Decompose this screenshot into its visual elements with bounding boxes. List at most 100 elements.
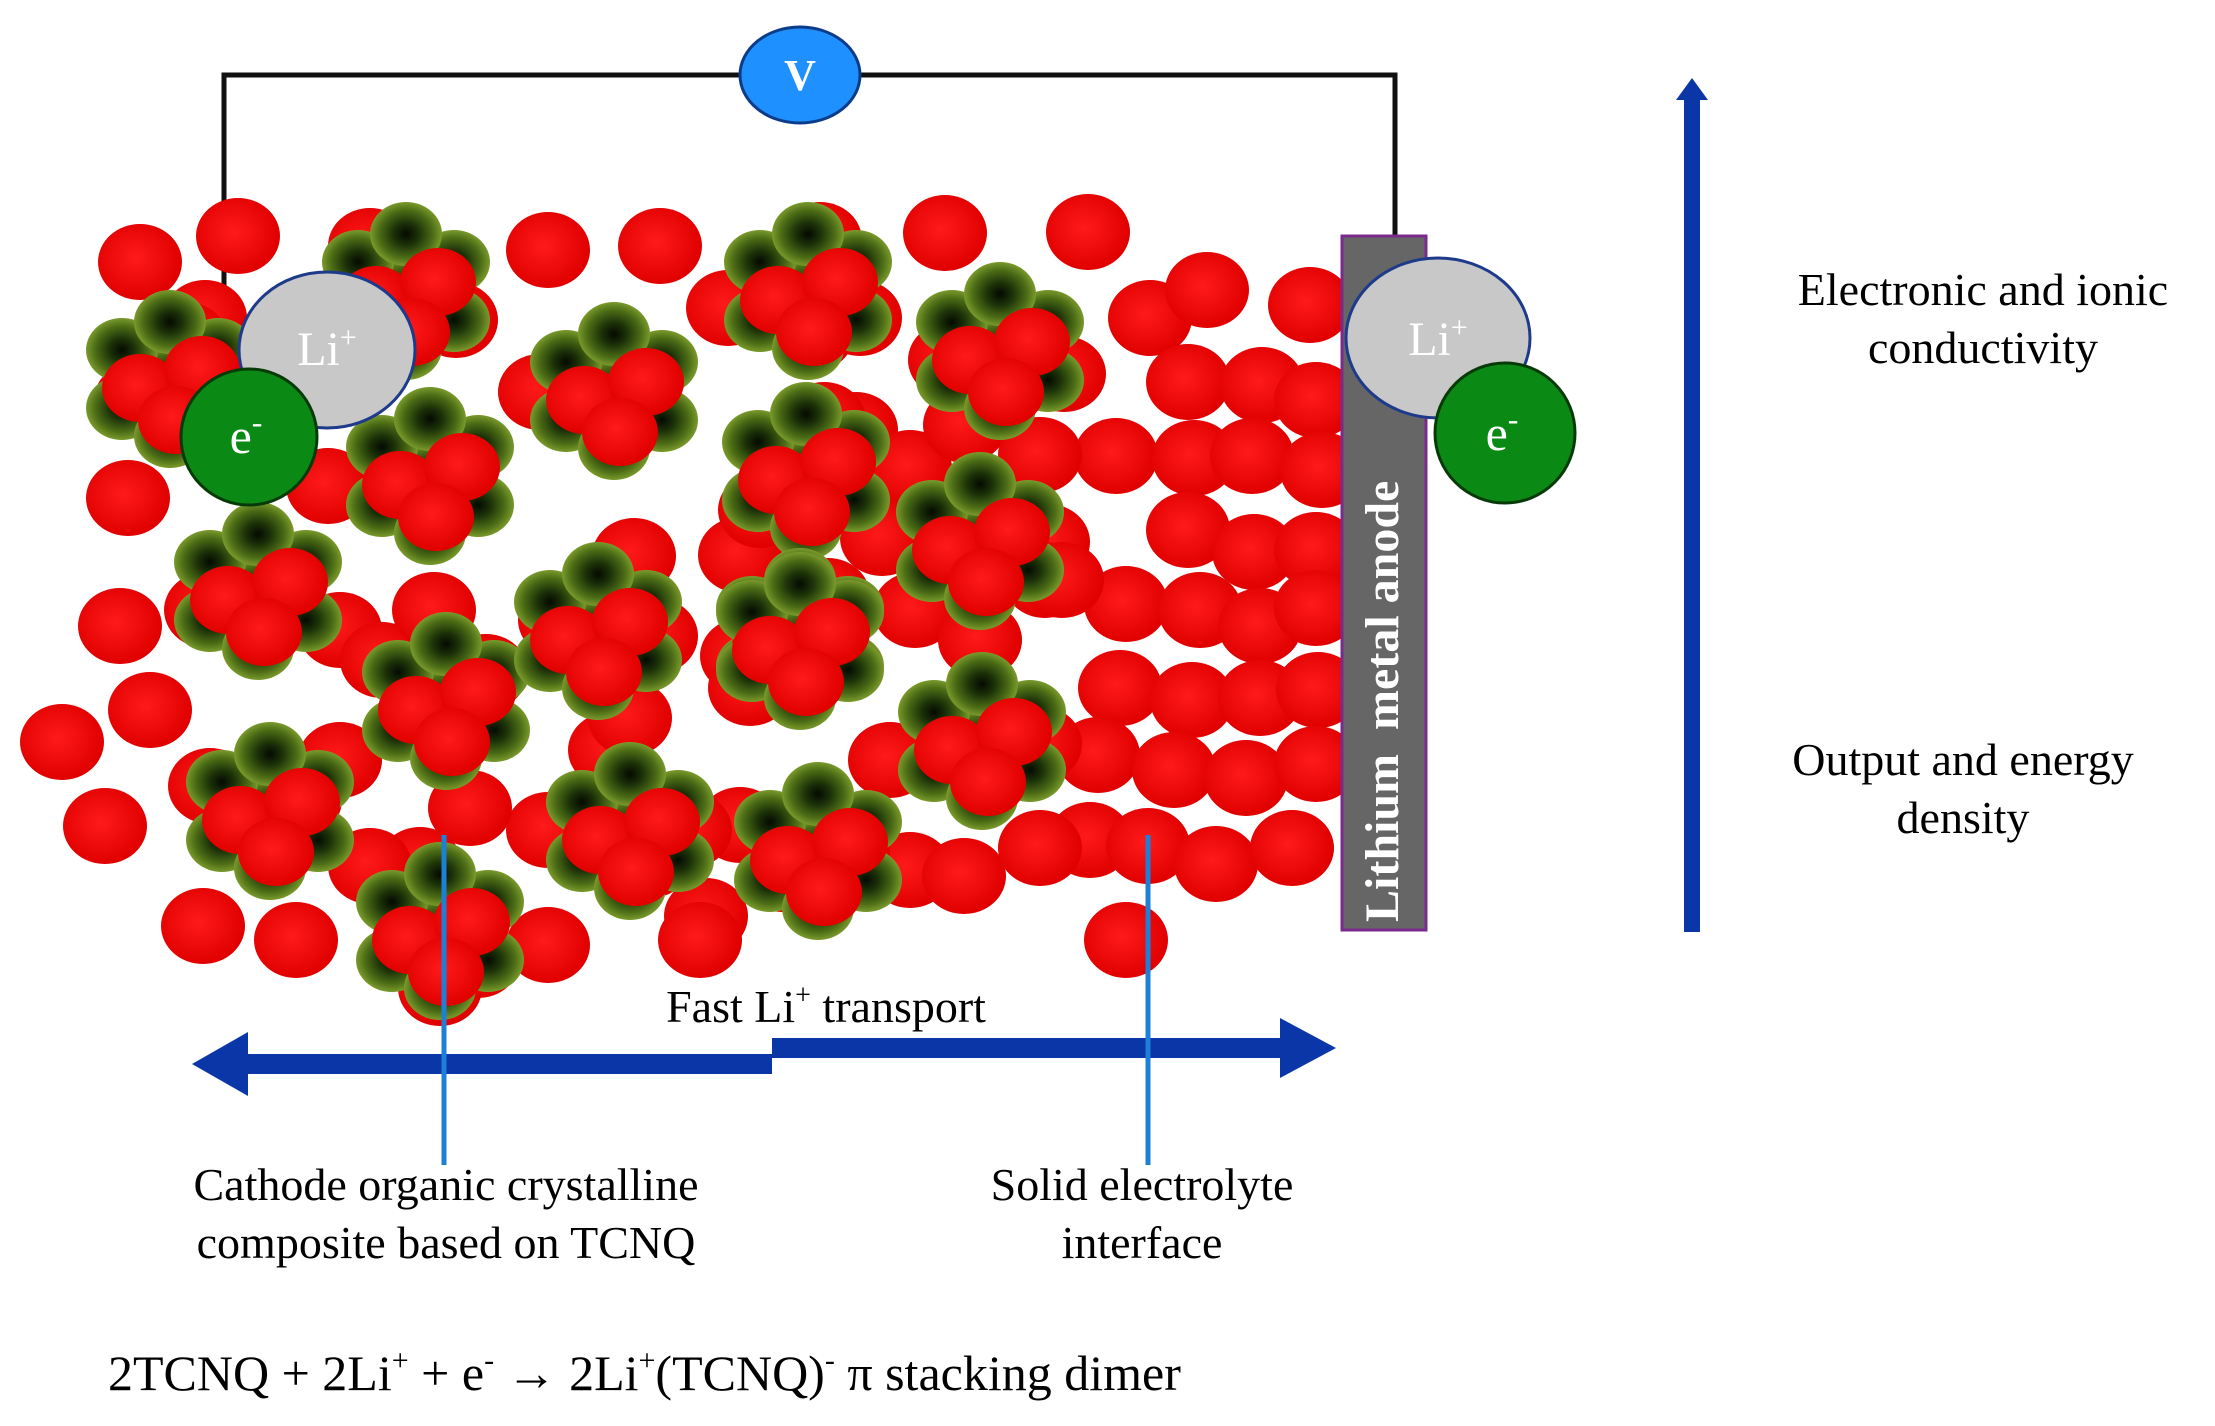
tcnq-particle — [782, 762, 854, 826]
electrolyte-particle — [20, 704, 104, 780]
electrolyte-particle — [1046, 194, 1130, 270]
electrolyte-particle — [254, 902, 338, 978]
tcnq-particle — [404, 842, 476, 906]
anode-electron: e- — [1433, 361, 1577, 505]
cathode-label-line2: composite based on TCNQ — [197, 1217, 696, 1268]
tcnq-particle — [964, 262, 1036, 326]
cathode-electron: e- — [179, 367, 319, 507]
svg-text:e-: e- — [230, 404, 263, 464]
tcnq-clusters — [86, 202, 1084, 1020]
svg-text:e-: e- — [1486, 401, 1519, 461]
electrolyte-particle — [598, 838, 674, 906]
electrolyte-particle — [566, 638, 642, 706]
electrolyte-particle — [108, 672, 192, 748]
tcnq-particle — [222, 502, 294, 566]
e-charge: - — [1508, 401, 1519, 437]
electrolyte-particle — [998, 417, 1082, 493]
electrolyte-particle — [786, 858, 862, 926]
anode-label: Lithium metal anode — [1356, 481, 1409, 922]
reaction-equation: 2TCNQ + 2Li+ + e- → 2Li+(TCNQ)- π stacki… — [108, 1344, 1181, 1401]
electrolyte-particle — [774, 478, 850, 546]
electrolyte-particle — [1276, 652, 1360, 728]
tcnq-particle — [234, 722, 306, 786]
conductivity-line1: Electronic and ionic — [1798, 264, 2168, 315]
electrolyte-particle — [161, 888, 245, 964]
electrolyte-particle — [1150, 662, 1234, 738]
electrolyte-particle — [1084, 902, 1168, 978]
electrolyte-particle — [238, 818, 314, 886]
voltmeter-label: V — [784, 51, 816, 100]
tcnq-particle — [594, 742, 666, 806]
electrolyte-particle — [922, 838, 1006, 914]
transport-label: Fast Li+ transport — [666, 980, 986, 1032]
electrolyte-particle — [1084, 566, 1168, 642]
e-symbol: e — [230, 408, 252, 464]
electrolyte-particle — [776, 298, 852, 366]
electrolyte-particle — [98, 224, 182, 300]
sei-label-line1: Solid electrolyte — [991, 1159, 1294, 1210]
tcnq-particle — [946, 652, 1018, 716]
tcnq-particle — [410, 612, 482, 676]
electrolyte-particle — [582, 398, 658, 466]
e-charge: - — [252, 404, 263, 440]
electrolyte-particle — [414, 708, 490, 776]
tcnq-particle — [772, 202, 844, 266]
li-symbol: Li — [1408, 313, 1451, 366]
li-charge: + — [340, 321, 357, 354]
electrolyte-particle — [196, 198, 280, 274]
tcnq-particle — [578, 302, 650, 366]
electrolyte-particle — [950, 748, 1026, 816]
svg-text:Li+: Li+ — [297, 321, 357, 376]
electrolyte-particle — [86, 460, 170, 536]
electrolyte-particle — [948, 548, 1024, 616]
electrolyte-particle — [903, 195, 987, 271]
electrolyte-particle — [1146, 344, 1230, 420]
electrolyte-particle — [506, 212, 590, 288]
tcnq-particle — [394, 387, 466, 451]
electrolyte-particle — [1074, 418, 1158, 494]
electrolyte-particle — [1274, 512, 1358, 588]
li-symbol: Li — [297, 323, 340, 376]
svg-text:Li+: Li+ — [1408, 311, 1468, 366]
electrolyte-particle — [63, 788, 147, 864]
output-line1: Output and energy — [1792, 734, 2134, 785]
electrolyte-particle — [1204, 740, 1288, 816]
electrolyte-particle — [398, 483, 474, 551]
voltmeter: V — [738, 25, 862, 125]
electrolyte-particle — [226, 598, 302, 666]
tcnq-particle — [134, 290, 206, 354]
electrolyte-particle — [658, 902, 742, 978]
electrolyte-particle — [618, 208, 702, 284]
electrolyte-particle — [1250, 810, 1334, 886]
electrolyte-particle — [1274, 570, 1358, 646]
tcnq-particle — [764, 552, 836, 616]
electrolyte-particle — [1274, 726, 1358, 802]
output-line2: density — [1897, 792, 2030, 843]
tcnq-particle — [370, 202, 442, 266]
transport-arrow — [192, 1018, 1336, 1096]
li-charge: + — [1451, 311, 1468, 344]
electrolyte-particle — [1132, 732, 1216, 808]
sei-label-line2: interface — [1062, 1217, 1223, 1268]
electrolyte-particle — [998, 810, 1082, 886]
electrolyte-particle — [768, 648, 844, 716]
electrolyte-particle — [1212, 514, 1296, 590]
tcnq-particle — [944, 452, 1016, 516]
cathode-label-line1: Cathode organic crystalline — [194, 1159, 699, 1210]
electrolyte-particle — [1274, 362, 1358, 438]
electrolyte-particle — [506, 907, 590, 983]
electrolyte-particle — [1174, 826, 1258, 902]
e-symbol: e — [1486, 405, 1508, 461]
tcnq-particle — [562, 542, 634, 606]
tcnq-particle — [770, 382, 842, 446]
performance-arrow — [1676, 78, 1708, 932]
electrolyte-particle — [1165, 252, 1249, 328]
electrolyte-particle — [1210, 418, 1294, 494]
electrolyte-particle — [78, 588, 162, 664]
electrolyte-particle — [1268, 267, 1352, 343]
electrolyte-particle — [968, 358, 1044, 426]
electrolyte-particle — [1078, 650, 1162, 726]
conductivity-line2: conductivity — [1868, 322, 2098, 373]
electrolyte-particle — [1146, 492, 1230, 568]
